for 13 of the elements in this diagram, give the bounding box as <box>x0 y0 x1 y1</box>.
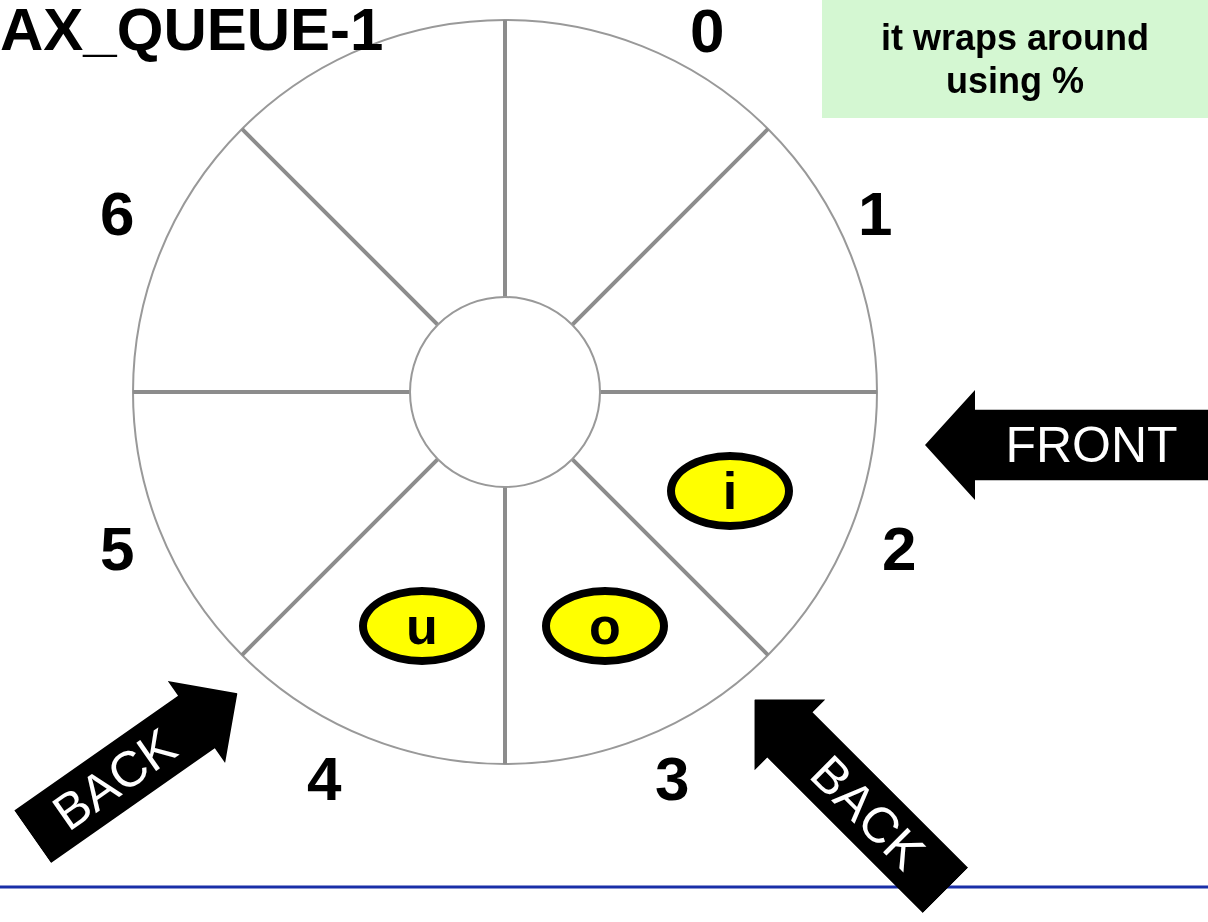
element-letter: u <box>406 600 438 652</box>
index-number: 5 <box>100 518 135 580</box>
capacity-label: AX_QUEUE-1 <box>0 0 384 60</box>
element-letter: o <box>589 600 621 652</box>
index-number: 2 <box>882 518 917 580</box>
element-letter: i <box>722 465 738 517</box>
note-box: it wraps around using % <box>822 0 1208 118</box>
index-number: 3 <box>655 748 690 810</box>
pointer-label: FRONT <box>1005 420 1178 470</box>
index-number: 6 <box>100 183 135 245</box>
index-number: 1 <box>858 183 893 245</box>
index-number: 4 <box>307 748 342 810</box>
index-number: 0 <box>690 0 725 62</box>
